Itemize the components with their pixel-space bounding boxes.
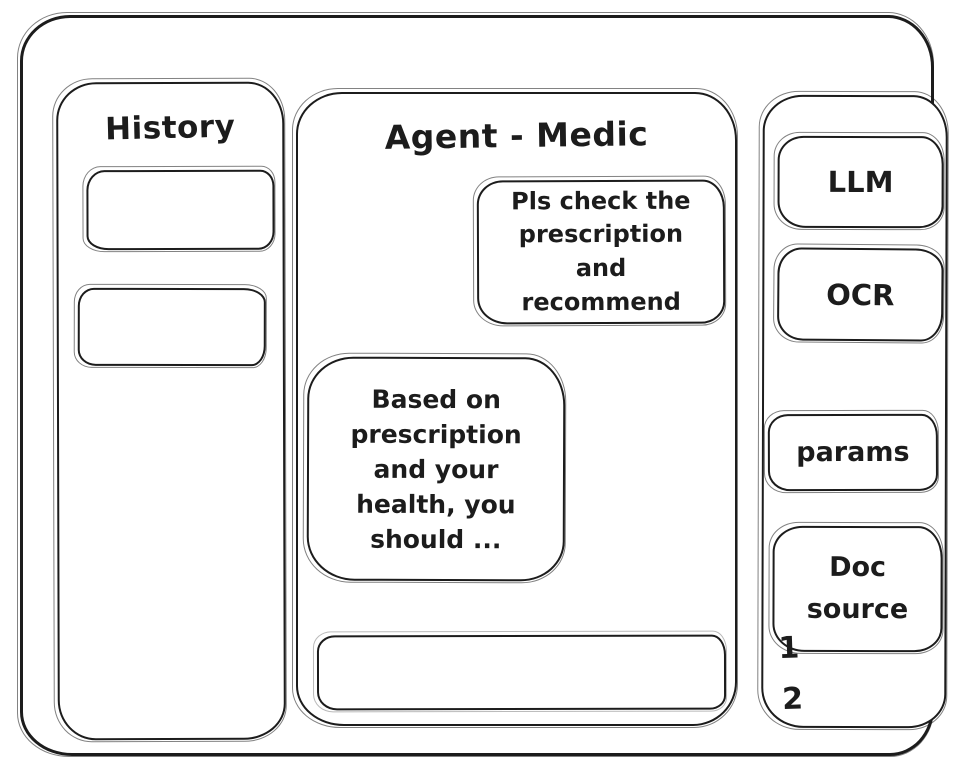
ocr-button-label: OCR bbox=[826, 277, 895, 312]
history-title: History bbox=[104, 108, 236, 148]
agent-message-bubble: Based on prescription and your health, y… bbox=[306, 356, 566, 582]
user-message-text: Pls check the prescription and recommend bbox=[511, 186, 691, 316]
tools-sidebar: LLM OCR params Doc source 1 2 bbox=[761, 94, 948, 729]
params-button[interactable]: params bbox=[767, 413, 938, 492]
ocr-button[interactable]: OCR bbox=[776, 247, 944, 342]
chat-input-container bbox=[316, 634, 727, 711]
agent-message-text: Based on prescription and your health, y… bbox=[350, 384, 522, 554]
history-sidebar: History bbox=[56, 81, 286, 741]
history-item[interactable] bbox=[86, 169, 275, 251]
step-annotation-2: 2 bbox=[781, 681, 804, 718]
doc-source-button-label: Doc source bbox=[806, 552, 909, 626]
chat-input[interactable] bbox=[318, 636, 725, 709]
llm-button[interactable]: LLM bbox=[777, 135, 944, 229]
history-item[interactable] bbox=[77, 287, 266, 367]
chat-panel: Agent - Medic Pls check the prescription… bbox=[292, 88, 738, 728]
chat-title: Agent - Medic bbox=[384, 114, 649, 157]
params-button-label: params bbox=[796, 436, 910, 469]
step-annotation-1: 1 bbox=[777, 630, 800, 667]
app-window-frame: History Agent - Medic Pls check the pres… bbox=[17, 12, 948, 757]
llm-button-label: LLM bbox=[827, 164, 894, 200]
user-message-bubble: Pls check the prescription and recommend bbox=[476, 179, 726, 325]
